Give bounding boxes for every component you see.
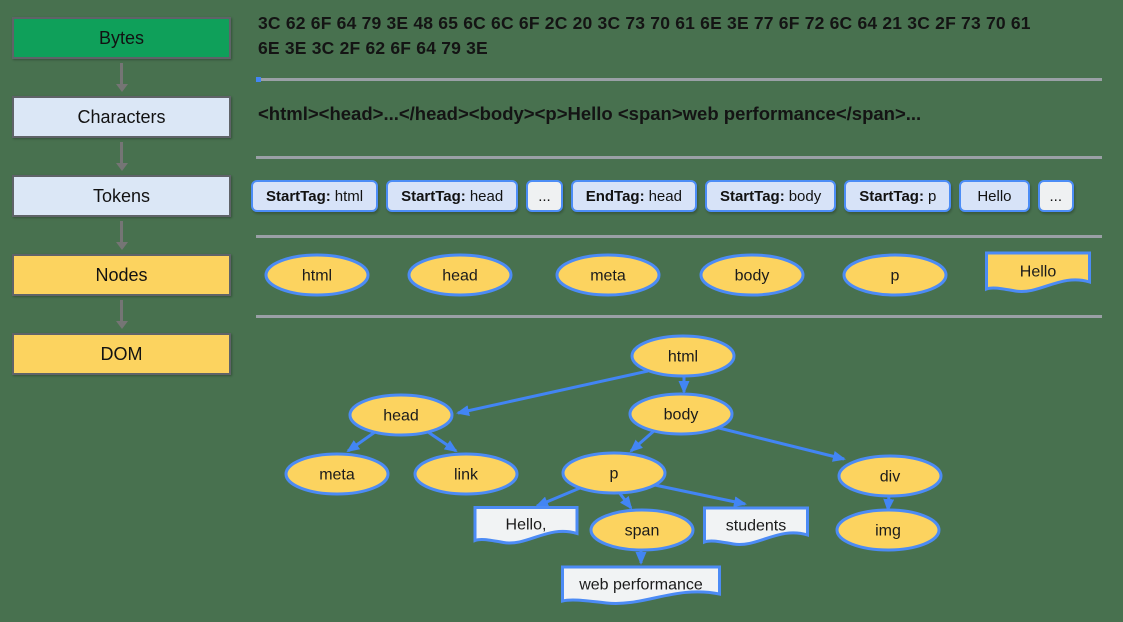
divider-line-4	[256, 315, 1102, 318]
pipeline-arrow-icon	[12, 59, 231, 96]
token-head: StartTag:head	[386, 180, 519, 212]
tree-node-label: meta	[319, 467, 355, 484]
pipeline-arrow-icon	[12, 296, 231, 333]
node-ellipse-meta	[555, 253, 661, 297]
tree-node-ellipse-link	[413, 452, 519, 496]
tree-node-ellipse-span	[589, 508, 695, 552]
token-value: Hello	[977, 187, 1012, 205]
bytes-hex-line-2: 6E 3E 3C 2F 62 6F 64 79 3E	[258, 38, 488, 58]
token-head: EndTag:head	[570, 180, 697, 212]
tree-node-label: Hello,	[506, 517, 547, 534]
pipeline-stage-nodes: Nodes	[12, 254, 231, 296]
tree-node-label: html	[668, 349, 698, 366]
token-value: ...	[538, 187, 551, 205]
tree-node-document-shape	[703, 506, 809, 546]
token-value: ...	[1049, 187, 1063, 205]
pipeline-stage-tokens: Tokens	[12, 175, 231, 217]
token-ellipsis: ...	[526, 180, 563, 212]
tree-node-label: web performance	[578, 577, 703, 594]
node-label: meta	[590, 268, 626, 285]
token-html: StartTag:html	[251, 180, 379, 212]
tree-edge-div-to-img	[883, 494, 895, 512]
node-ellipse-p	[842, 253, 948, 297]
node-label: html	[302, 268, 332, 285]
tree-node-document-shape	[561, 565, 721, 605]
pipeline-arrow-icon	[12, 138, 231, 175]
token-value: body	[788, 187, 822, 205]
tree-node-label: span	[625, 523, 660, 540]
token-type-label: StartTag:	[266, 187, 331, 205]
pipeline-stage-label: DOM	[100, 343, 143, 364]
node-label: body	[735, 268, 770, 285]
token-hello: Hello	[959, 180, 1030, 212]
tree-edge-body-to-p	[629, 428, 656, 453]
tree-node-ellipse-html	[630, 334, 736, 378]
pipeline-stage-label: Characters	[77, 106, 166, 127]
token-value: html	[334, 187, 364, 205]
tree-edge-head-to-meta	[346, 430, 376, 453]
bytes-hex-line-1: 3C 62 6F 64 79 3E 48 65 6C 6C 6F 2C 20 3…	[258, 13, 1031, 33]
token-type-label: StartTag:	[859, 187, 924, 205]
node-label: Hello	[1020, 264, 1057, 281]
token-value: head	[469, 187, 504, 205]
token-type-label: EndTag:	[585, 187, 645, 205]
tree-node-label: body	[664, 407, 699, 424]
node-document-shape	[985, 251, 1091, 293]
token-ellipsis: ...	[1037, 180, 1075, 212]
pipeline-stage-dom: DOM	[12, 333, 231, 375]
tree-node-document-shape	[473, 506, 579, 545]
token-value: head	[648, 187, 682, 205]
tree-edge-head-to-link	[427, 430, 458, 453]
node-label: head	[442, 268, 478, 285]
node-label: p	[891, 268, 900, 285]
tree-node-ellipse-div	[837, 454, 943, 498]
pipeline-stage-bytes: Bytes	[12, 17, 231, 59]
tree-node-ellipse-meta	[284, 452, 390, 496]
divider-line-1	[256, 78, 1102, 81]
tree-edge-p-to-hello-text	[535, 486, 581, 508]
tree-node-label: link	[454, 467, 479, 484]
nodes-row: html head meta body p Hello	[264, 251, 1091, 297]
pipeline-stage-characters: Characters	[12, 96, 231, 138]
token-p: StartTag:p	[844, 180, 952, 212]
node-ellipse-head	[407, 253, 513, 297]
token-type-label: StartTag:	[719, 187, 785, 205]
tree-node-ellipse-img	[835, 508, 941, 552]
divider-dot	[256, 77, 261, 82]
tree-node-ellipse-head	[348, 393, 454, 437]
tree-node-label: p	[610, 466, 619, 483]
tree-node-ellipse-p	[561, 451, 667, 495]
node-ellipse-body	[699, 253, 805, 297]
tree-node-label: div	[880, 469, 900, 486]
divider-line-3	[256, 235, 1102, 238]
characters-text: <html><head>...</head><body><p>Hello <sp…	[258, 103, 922, 124]
pipeline-stage-label: Bytes	[98, 27, 145, 48]
token-body: StartTag:body	[704, 180, 837, 212]
pipeline-stage-label: Nodes	[95, 264, 148, 285]
tree-edge-body-to-div	[714, 425, 846, 462]
tree-node-label: head	[383, 408, 419, 425]
token-value: p	[927, 187, 937, 205]
tree-node-label: students	[726, 518, 786, 535]
pipeline-stage-label: Tokens	[92, 185, 151, 206]
divider-line-2	[256, 156, 1102, 159]
token-type-label: StartTag:	[401, 187, 466, 205]
pipeline-arrow-icon	[12, 217, 231, 254]
tree-node-ellipse-body	[628, 392, 734, 436]
tree-edge-p-to-students-text	[649, 482, 747, 508]
node-ellipse-html	[264, 253, 370, 297]
tree-node-label: img	[875, 523, 901, 540]
tree-edge-html-to-head	[456, 369, 649, 416]
